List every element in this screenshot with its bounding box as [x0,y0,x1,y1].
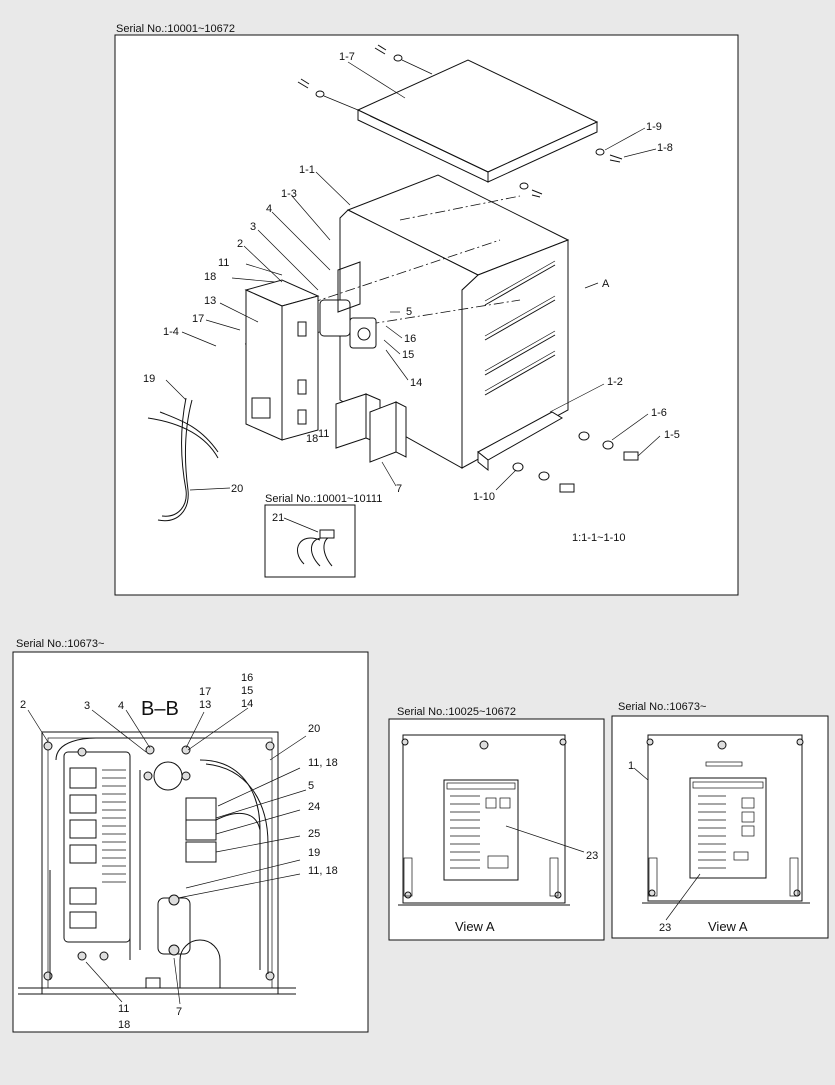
sub-harness [283,517,335,567]
bl-callout-4: 4 [118,700,124,712]
callout-4: 4 [266,203,272,215]
top-panel: Serial No.:10001~10672 [114,23,739,596]
bl-callout-3: 3 [84,700,90,712]
bm-callout-23: 23 [586,850,598,862]
callout-17: 17 [192,313,204,325]
br-serial-label: Serial No.:10673~ [618,701,706,713]
callout-1-3: 1-3 [281,188,297,200]
top-note: 1:1-1~1-10 [572,532,626,544]
top-leader-lines [165,61,661,491]
callout-1-8: 1-8 [657,142,673,154]
callout-7: 7 [396,483,402,495]
callout-16: 16 [404,333,416,345]
terminal-block [63,747,131,961]
sub-inset-frame [264,504,356,578]
bl-callout-2: 2 [20,699,26,711]
callout-20: 20 [231,483,243,495]
bl-callout-24: 24 [308,801,320,813]
bottom-right-panel: Serial No.:10673~ [611,701,829,939]
bl-relays [143,745,221,989]
callout-1-9: 1-9 [646,121,662,133]
br-enclosure [633,734,810,921]
callout-A: A [602,278,610,290]
bl-callout-18: 18 [118,1019,130,1031]
sub-serial-label: Serial No.:10001~10111 [265,493,382,505]
callout-1-1: 1-1 [299,164,315,176]
base-screws [512,431,639,493]
bm-serial-label: Serial No.:10025~10672 [397,706,516,718]
bl-callout-7: 7 [176,1006,182,1018]
bl-callout-11: 11 [118,1003,129,1015]
callout-1-6: 1-6 [651,407,667,419]
wire-harness [147,397,219,522]
bl-leader-lines [27,707,307,1005]
bm-view-label: View A [455,919,495,934]
callout-3: 3 [250,221,256,233]
bl-callout-5: 5 [308,780,314,792]
top-serial-label: Serial No.:10001~10672 [116,23,235,35]
callout-5: 5 [406,306,412,318]
callout-1-2: 1-2 [607,376,623,388]
callout-13: 13 [204,295,216,307]
control-box [244,279,320,441]
relay-assembly [319,261,377,349]
callout-1-4: 1-4 [163,326,179,338]
section-title: B–B [141,698,179,720]
bl-callout-16: 16 [241,672,253,684]
top-callouts: 1-7 1-9 1-8 1-1 1-3 4 3 2 11 18 13 17 1-… [143,51,680,503]
callout-11: 11 [218,257,229,269]
bl-serial-label: Serial No.:10673~ [16,638,104,650]
cover-screws [297,44,623,198]
callout-19: 19 [143,373,155,385]
cover-plate [356,59,599,183]
bl-callout-15: 15 [241,685,253,697]
bl-callout-13: 13 [199,699,211,711]
br-callout-1: 1 [628,760,634,772]
bottom-left-panel: Serial No.:10673~ B–B [12,638,369,1033]
bl-callouts: 16 15 14 17 13 2 3 4 20 11, 18 5 24 25 1… [20,672,338,1031]
bl-callout-20: 20 [308,723,320,735]
bl-callout-17: 17 [199,686,211,698]
bl-callout-11-18: 11, 18 [308,757,338,769]
br-view-label: View A [708,919,748,934]
bm-enclosure [398,734,585,906]
callout-1-5: 1-5 [664,429,680,441]
bl-callout-11-18b: 11, 18 [308,865,338,877]
sub-callout-21: 21 [272,512,284,524]
callout-11b: 11 [318,428,329,440]
contactors [335,393,407,463]
callout-15: 15 [402,349,414,361]
callout-1-10: 1-10 [473,491,495,503]
callout-2: 2 [237,238,243,250]
bl-wiring [49,737,269,980]
bottom-middle-panel: Serial No.:10025~10672 [388,706,605,941]
callout-1-7: 1-7 [339,51,355,63]
callout-18: 18 [204,271,216,283]
br-callout-23: 23 [659,922,671,934]
bl-callout-25: 25 [308,828,320,840]
bl-callout-14: 14 [241,698,253,710]
callout-14: 14 [410,377,422,389]
callout-18b: 18 [306,433,318,445]
bl-callout-19: 19 [308,847,320,859]
